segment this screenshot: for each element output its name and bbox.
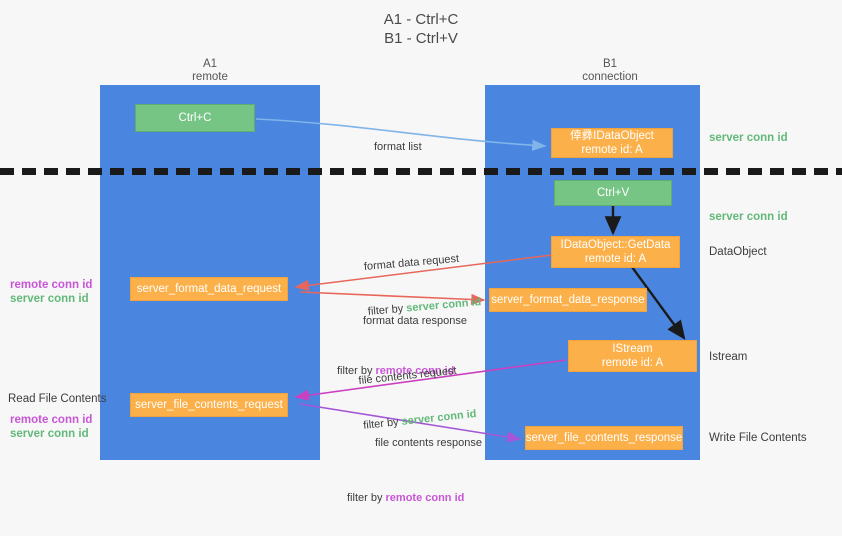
node-idataobject-line2: remote id: A (581, 144, 643, 156)
annotation-istream: Istream (709, 351, 748, 363)
annotation-write-file-contents: Write File Contents (709, 432, 807, 444)
annotation-server-conn-id-top: server conn id (709, 132, 788, 144)
annotation-server-conn-id-1: server conn id (10, 293, 89, 305)
boundary-divider (0, 168, 842, 175)
edge-label-file-contents-response-text: file contents response (375, 437, 483, 449)
node-idataobject-getdata[interactable]: IDataObject::GetData remote id: A (551, 236, 680, 268)
node-istream-line1: IStream (612, 343, 653, 355)
node-server-format-data-response[interactable]: server_format_data_response (489, 288, 647, 312)
annotation-server-conn-id-mid: server conn id (709, 211, 788, 223)
node-ctrl-c-label: Ctrl+C (178, 112, 212, 124)
edge-label-format-list-text: format list (374, 141, 422, 153)
node-server-file-contents-response-label: server_file_contents_response (525, 432, 683, 444)
edge-label-file-contents-response: file contents response filter by remote … (347, 406, 483, 536)
edge-label-file-contents-request-text: file contents request (357, 364, 458, 388)
node-server-format-data-response-label: server_format_data_response (491, 294, 645, 306)
node-istream-line2: remote id: A (601, 357, 664, 369)
node-idataobject[interactable]: 倖彞IDataObject remote id: A (551, 128, 673, 158)
node-getdata-line2: remote id: A (584, 253, 647, 265)
filter-key-remote-conn-id: remote conn id (375, 365, 455, 377)
edge-label-format-data-response-text: format data response (363, 315, 467, 327)
edge-label-format-data-request-text: format data request (363, 252, 460, 274)
node-server-file-contents-request-label: server_file_contents_request (135, 399, 283, 411)
node-idataobject-line1: 倖彞IDataObject (570, 130, 654, 142)
annotation-server-conn-id-2: server conn id (10, 428, 89, 440)
edge-label-format-data-response: format data response filter by remote co… (337, 284, 467, 409)
node-server-format-data-request[interactable]: server_format_data_request (130, 277, 288, 301)
annotation-remote-conn-id-2: remote conn id (10, 414, 93, 426)
edge-label-format-data-response-filter: filter by remote conn id (337, 364, 467, 379)
node-server-format-data-request-label: server_format_data_request (136, 283, 282, 295)
page-title: A1 - Ctrl+C B1 - Ctrl+V (383, 11, 459, 47)
annotation-dataobject: DataObject (709, 246, 767, 258)
node-ctrl-v[interactable]: Ctrl+V (554, 180, 672, 206)
node-ctrl-v-label: Ctrl+V (596, 187, 630, 199)
column-header-b1: B1 connection (582, 58, 638, 83)
filter-prefix: filter by (337, 365, 376, 377)
edge-label-file-contents-response-filter: filter by remote conn id (347, 491, 482, 506)
edge-label-format-list: format list (374, 110, 422, 185)
annotation-read-file-contents: Read File Contents (8, 393, 107, 405)
filter-prefix: filter by (347, 492, 386, 504)
annotation-remote-conn-id-1: remote conn id (10, 279, 93, 291)
node-server-file-contents-response[interactable]: server_file_contents_response (525, 426, 683, 450)
filter-key-remote-conn-id: remote conn id (385, 492, 465, 504)
node-ctrl-c[interactable]: Ctrl+C (135, 104, 255, 132)
diagram-canvas: A1 - Ctrl+C B1 - Ctrl+V A1 remote B1 con… (0, 11, 842, 504)
column-header-a1: A1 remote (192, 58, 228, 83)
node-istream[interactable]: IStream remote id: A (568, 340, 697, 372)
node-server-file-contents-request[interactable]: server_file_contents_request (130, 393, 288, 417)
node-getdata-line1: IDataObject::GetData (560, 239, 671, 251)
